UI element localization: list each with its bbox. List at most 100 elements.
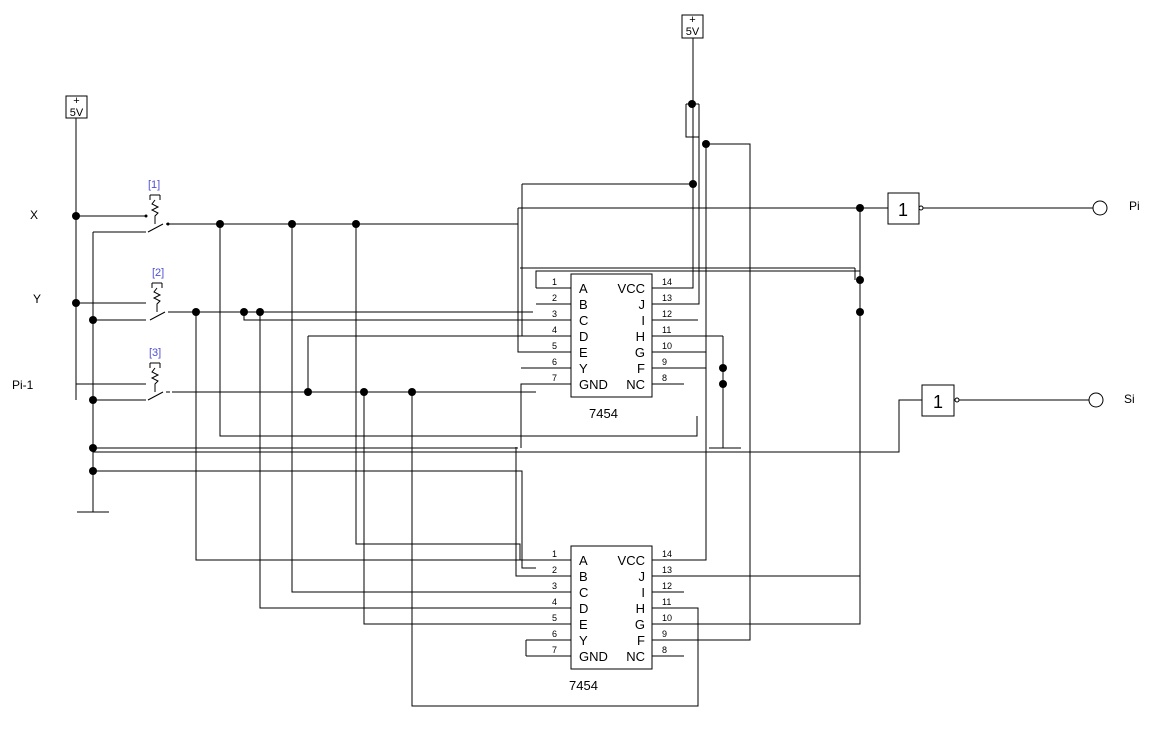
pin-label: I — [641, 585, 645, 600]
buffer-si: 1 Si — [921, 384, 1135, 417]
junction-dot — [689, 180, 697, 188]
pin-label: VCC — [618, 553, 645, 568]
pin-label: F — [637, 361, 645, 376]
output-terminal-icon[interactable] — [1088, 392, 1104, 408]
pin-label: A — [579, 553, 588, 568]
output-label-pi: Pi — [1129, 199, 1140, 213]
pin-number: 12 — [662, 309, 672, 319]
pin-label: J — [639, 569, 646, 584]
switch-1[interactable]: [1] — [144, 179, 171, 233]
power-source-right: + 5V — [681, 14, 704, 39]
junction-dots — [72, 100, 864, 475]
pin-number: 2 — [552, 293, 557, 303]
pin-number: 4 — [552, 325, 557, 335]
chip-body — [570, 273, 653, 398]
pin-number: 6 — [552, 629, 557, 639]
junction-dot — [719, 364, 727, 372]
inverter-bubble — [918, 205, 924, 211]
junction-dot — [89, 396, 97, 404]
pin-number: 9 — [662, 629, 667, 639]
junction-dot — [856, 204, 864, 212]
junction-dot — [72, 299, 80, 307]
pin-number: 8 — [662, 645, 667, 655]
switch-symbol-icon — [147, 194, 170, 233]
junction-dot — [216, 220, 224, 228]
chip-name: 7454 — [569, 678, 598, 693]
output-label-si: Si — [1124, 392, 1135, 406]
pin-label: C — [579, 585, 588, 600]
input-label-x: X — [30, 208, 38, 222]
pin-number: 4 — [552, 597, 557, 607]
pin-number: 6 — [552, 357, 557, 367]
junction-dot — [256, 308, 264, 316]
pin-label: C — [579, 313, 588, 328]
pin-label: VCC — [618, 281, 645, 296]
pin-number: 12 — [662, 581, 672, 591]
power-voltage-label: 5V — [70, 107, 84, 119]
pin-number: 9 — [662, 357, 667, 367]
pin-label: D — [579, 601, 588, 616]
power-plus-sign: + — [689, 14, 695, 26]
junction-dot — [288, 220, 296, 228]
junction-dot — [304, 388, 312, 396]
pin-number: 11 — [662, 597, 671, 607]
switch-3[interactable]: [3] — [147, 347, 170, 401]
pin-number: 8 — [662, 373, 667, 383]
pin-number: 2 — [552, 565, 557, 575]
switch-key-label: [3] — [149, 347, 161, 359]
pin-label: I — [641, 313, 645, 328]
switch-symbol-icon — [147, 362, 170, 401]
switch-key-label: [2] — [152, 267, 164, 279]
junction-dot — [688, 100, 696, 108]
pin-number: 3 — [552, 581, 557, 591]
pin-label: G — [635, 617, 645, 632]
junction-dot — [352, 220, 360, 228]
junction-dot — [408, 388, 416, 396]
pin-label: E — [579, 345, 588, 360]
pin-label: NC — [626, 377, 645, 392]
junction-dot — [702, 140, 710, 148]
junction-dot — [89, 316, 97, 324]
junction-dot — [89, 444, 97, 452]
power-source-box — [65, 95, 88, 119]
switch-terminal — [144, 214, 148, 218]
pin-number: 3 — [552, 309, 557, 319]
pin-number: 1 — [552, 549, 557, 559]
switch-2[interactable]: [2] — [149, 267, 172, 321]
pin-label: GND — [579, 377, 608, 392]
pin-number: 14 — [662, 277, 672, 287]
junction-dot — [856, 276, 864, 284]
pin-number: 7 — [552, 645, 557, 655]
pin-label: H — [636, 601, 645, 616]
pin-label: D — [579, 329, 588, 344]
pin-number: 1 — [552, 277, 557, 287]
input-label-pi-1: Pi-1 — [12, 378, 34, 392]
pin-number: 14 — [662, 549, 672, 559]
buffer-pi: 1 Pi — [887, 192, 1140, 225]
pin-number: 5 — [552, 341, 557, 351]
pin-label: B — [579, 297, 588, 312]
junction-dot — [360, 388, 368, 396]
power-plus-sign: + — [73, 95, 79, 107]
output-terminal-icon[interactable] — [1092, 200, 1108, 216]
switch-symbol-icon — [149, 282, 172, 321]
pin-number: 13 — [662, 565, 672, 575]
pin-number: 7 — [552, 373, 557, 383]
junction-dot — [719, 380, 727, 388]
buffer-body — [921, 384, 955, 417]
buffer-label: 1 — [898, 200, 908, 220]
pin-number: 10 — [662, 341, 672, 351]
junction-dot — [89, 467, 97, 475]
chip-name: 7454 — [589, 406, 618, 421]
junction-dot — [240, 308, 248, 316]
buffer-body — [887, 192, 920, 225]
junction-dot — [856, 308, 864, 316]
switch-terminal — [166, 222, 170, 226]
switch-key-label: [1] — [148, 179, 160, 191]
chip-body — [570, 545, 653, 670]
power-source-left: + 5V — [65, 95, 88, 119]
junction-dot — [72, 212, 80, 220]
